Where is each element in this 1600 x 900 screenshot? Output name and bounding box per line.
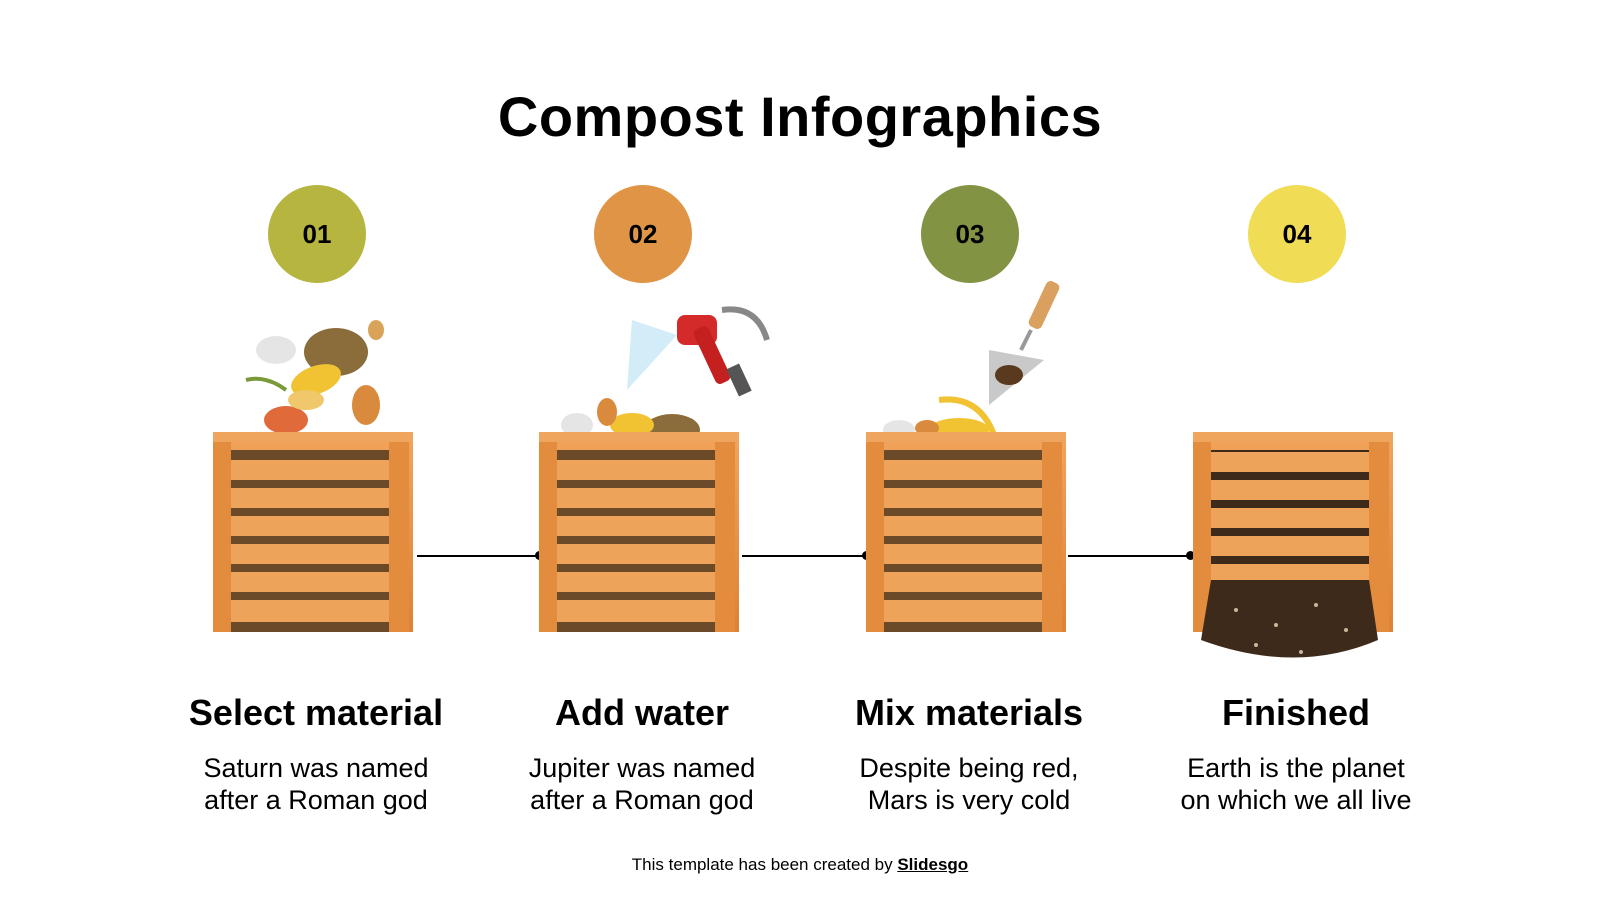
footer-credit: This template has been created by Slides…: [0, 855, 1600, 875]
step-number-badge: 02: [594, 185, 692, 283]
step-2: 02 Add water Jupiter was named after a R: [482, 0, 802, 900]
step-title: Add water: [554, 692, 730, 733]
step-title: Mix materials: [854, 692, 1084, 733]
step-description: Earth is the planet on which we all live: [1180, 753, 1412, 815]
step-number-badge: 03: [921, 185, 1019, 283]
page-title: Compost Infographics: [497, 85, 1103, 148]
slidesgo-link[interactable]: Slidesgo: [897, 855, 969, 874]
step-3: 03 Mix materials Despite being red, Mars…: [809, 0, 1129, 900]
footer-text: This template has been created by: [631, 855, 898, 874]
connector-line-2-3: [742, 555, 864, 557]
step-number-badge: 01: [268, 185, 366, 283]
step-number: 02: [628, 218, 658, 249]
compost-crate-hose-icon: [539, 306, 770, 632]
step-number-badge: 04: [1248, 185, 1346, 283]
step-description: Despite being red, Mars is very cold: [859, 753, 1079, 815]
step-4: 04 Finished Earth is the planet on which…: [1136, 0, 1456, 900]
connector-dot-4: [1186, 551, 1195, 560]
connector-line-3-4: [1068, 555, 1190, 557]
compost-crate-trowel-icon: [866, 281, 1066, 632]
step-title: Select material: [188, 692, 444, 733]
step-title: Finished: [1221, 692, 1370, 733]
step-number: 03: [955, 218, 985, 249]
connector-line-1-2: [417, 555, 539, 557]
step-number: 01: [302, 218, 332, 249]
compost-crate-finished-soil-icon: [1193, 432, 1393, 658]
step-number: 04: [1282, 218, 1312, 249]
step-1: 01 Select material Saturn was named afte…: [156, 0, 476, 900]
step-description: Jupiter was named after a Roman god: [528, 753, 756, 815]
compost-crate-food-scraps-icon: [213, 320, 413, 632]
step-description: Saturn was named after a Roman god: [203, 753, 429, 815]
